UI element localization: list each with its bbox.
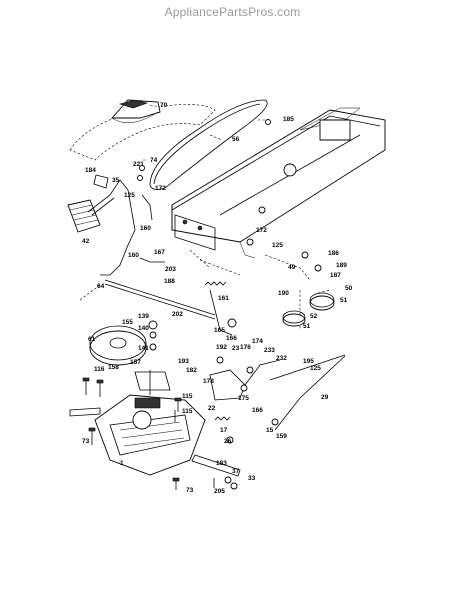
callout-183: 183 bbox=[216, 460, 227, 467]
brake-pedal bbox=[67, 179, 136, 276]
callout-29: 29 bbox=[321, 394, 329, 401]
callout-115-a: 115 bbox=[182, 393, 193, 400]
callout-37: 37 bbox=[232, 468, 240, 475]
callout-172-b: 172 bbox=[256, 227, 267, 234]
callout-50: 50 bbox=[345, 285, 353, 292]
callout-157: 157 bbox=[130, 359, 141, 366]
leader-lines bbox=[79, 104, 331, 301]
callout-51-a: 51 bbox=[340, 297, 348, 304]
callout-125-b: 125 bbox=[272, 242, 283, 249]
callout-160-b: 160 bbox=[128, 252, 139, 259]
callout-125-c: 125 bbox=[310, 365, 321, 372]
callout-23: 23 bbox=[232, 345, 240, 352]
callout-64: 64 bbox=[97, 283, 105, 290]
callout-195: 195 bbox=[303, 358, 314, 365]
frame-rail bbox=[171, 107, 386, 259]
callout-74: 74 bbox=[150, 157, 158, 164]
callout-187: 187 bbox=[330, 272, 341, 279]
idler-pulleys bbox=[282, 292, 335, 327]
callout-51-b: 51 bbox=[303, 323, 311, 330]
callout-232: 232 bbox=[276, 355, 287, 362]
callout-61: 61 bbox=[88, 336, 96, 343]
callout-158: 158 bbox=[108, 364, 119, 371]
callout-166-b: 166 bbox=[252, 407, 263, 414]
callout-155: 155 bbox=[122, 319, 133, 326]
callout-221: 221 bbox=[133, 161, 144, 168]
callout-178: 178 bbox=[203, 378, 214, 385]
callout-labels: 70 185 56 74 184 35 172 125 221 42 160 1… bbox=[82, 102, 353, 495]
fender-body bbox=[69, 99, 216, 161]
callout-70: 70 bbox=[160, 102, 168, 109]
callout-140: 140 bbox=[138, 325, 149, 332]
callout-159: 159 bbox=[276, 433, 287, 440]
callout-1: 1 bbox=[120, 460, 124, 467]
callout-203: 203 bbox=[165, 266, 176, 273]
callout-175: 175 bbox=[238, 395, 249, 402]
callout-192: 192 bbox=[216, 344, 227, 351]
callout-205: 205 bbox=[214, 488, 225, 495]
callout-176: 176 bbox=[240, 344, 251, 351]
callout-42: 42 bbox=[82, 238, 90, 245]
callout-185: 185 bbox=[283, 116, 294, 123]
callout-190: 190 bbox=[278, 290, 289, 297]
callout-184: 184 bbox=[85, 167, 96, 174]
callout-141: 141 bbox=[138, 345, 149, 352]
transaxle bbox=[69, 370, 241, 477]
callout-160-a: 160 bbox=[140, 225, 151, 232]
callout-116: 116 bbox=[94, 366, 105, 373]
callout-73-b: 73 bbox=[186, 487, 194, 494]
callout-17: 17 bbox=[220, 427, 228, 434]
callout-182: 182 bbox=[186, 367, 197, 374]
callout-56: 56 bbox=[232, 136, 240, 143]
drive-pulley bbox=[89, 325, 147, 366]
callout-115-b: 115 bbox=[182, 408, 193, 415]
callout-186: 186 bbox=[328, 250, 339, 257]
callout-33: 33 bbox=[248, 475, 256, 482]
callout-15: 15 bbox=[266, 427, 274, 434]
callout-193: 193 bbox=[178, 358, 189, 365]
hardware-bolts bbox=[82, 119, 322, 490]
callout-22: 22 bbox=[208, 405, 216, 412]
callout-202: 202 bbox=[172, 311, 183, 318]
callout-165: 165 bbox=[214, 327, 225, 334]
callout-233: 233 bbox=[264, 347, 275, 354]
spring bbox=[204, 281, 231, 421]
drive-belt bbox=[149, 99, 268, 190]
linkage-rods bbox=[104, 254, 346, 431]
callout-49: 49 bbox=[288, 264, 296, 271]
callout-166-a: 166 bbox=[226, 335, 237, 342]
callout-52: 52 bbox=[310, 313, 318, 320]
callout-174: 174 bbox=[252, 338, 263, 345]
callout-73-a: 73 bbox=[82, 438, 90, 445]
shift-lever bbox=[209, 359, 281, 401]
callout-139: 139 bbox=[138, 313, 149, 320]
callout-172: 172 bbox=[155, 185, 166, 192]
callout-35: 35 bbox=[112, 177, 120, 184]
watermark-text: AppliancePartsPros.com bbox=[164, 5, 301, 19]
callout-26: 26 bbox=[224, 438, 232, 445]
callout-161: 161 bbox=[218, 295, 229, 302]
callout-167: 167 bbox=[154, 249, 165, 256]
callout-125: 125 bbox=[124, 192, 135, 199]
callout-188: 188 bbox=[164, 278, 175, 285]
callout-189: 189 bbox=[336, 262, 347, 269]
